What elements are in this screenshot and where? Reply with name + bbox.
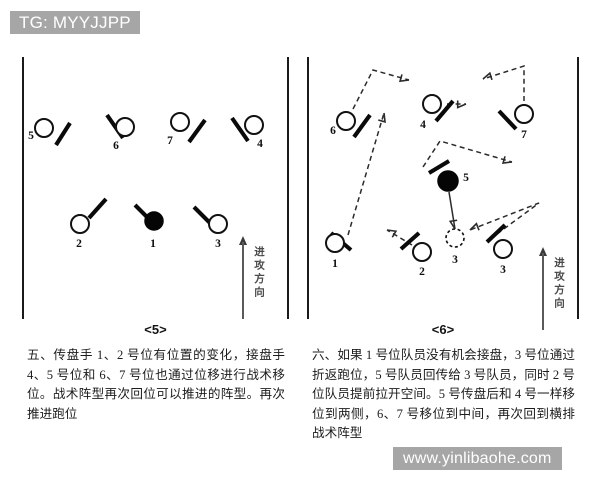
player-circle-icon [144,211,164,231]
player-circle-icon [412,242,432,262]
movement-path [347,112,385,236]
player-circle-icon [170,112,190,132]
tactics-diagram-6: 6 4 7 5 3 1 2 3 [307,57,579,319]
player-stick-icon [497,109,518,131]
player-circle-icon [70,214,90,234]
player-stick-icon [54,121,72,147]
player-number-label: 1 [332,258,338,270]
movement-arrowhead-icon [386,229,398,238]
player-marker[interactable]: 6 [330,111,372,139]
player-circle-icon [493,239,513,259]
panel-caption-6: 六、如果 1 号位队员没有机会接盘，3 号位通过折返跑位，5 号队员回传给 3 … [312,348,575,440]
player-number-label: 3 [215,238,221,250]
player-marker[interactable]: 3 [445,228,465,266]
player-number-label: 3 [500,264,506,276]
player-marker[interactable]: 3 [485,223,513,276]
player-number-label: 5 [28,130,34,142]
tactics-diagram-5: 5 6 7 4 2 1 3 [22,57,289,319]
player-circle-icon [422,94,442,114]
attack-direction-indicator-5: 进攻方向 [238,236,265,319]
watermark-bottom-label: www.yinlibaohe.com [393,447,562,470]
diagram-5-canvas: 5 6 7 4 2 1 3 [28,112,264,250]
player-number-label: 5 [463,172,469,184]
player-marker[interactable]: 2 [70,197,108,250]
movement-path [352,69,410,110]
court-sideline-left [22,57,24,319]
player-number-label: 6 [330,125,336,137]
player-number-label: 1 [150,238,156,250]
player-number-label: 3 [452,254,458,266]
panel-tag-6: <6> [431,322,455,337]
player-number-label: 4 [420,119,426,131]
player-circle-icon [325,233,345,253]
player-marker[interactable]: 5 [427,159,469,192]
player-circle-icon [115,117,135,137]
court-sideline-left [307,57,309,319]
player-marker[interactable]: 3 [192,205,228,250]
player-number-label: 7 [167,135,173,147]
movement-path [469,202,540,235]
player-number-label: 2 [419,266,425,278]
player-stick-icon [427,159,451,175]
player-marker[interactable]: 1 [133,203,164,250]
player-number-label: 4 [257,138,263,150]
player-stick-icon [352,113,372,139]
player-circle-icon [336,111,356,131]
player-circle-icon [34,118,54,138]
panel-tag-5: <5> [144,322,167,337]
player-number-label: 2 [76,238,82,250]
player-marker[interactable]: 1 [325,231,353,270]
movement-path [482,64,525,101]
player-circle-icon [445,228,465,248]
movement-path [422,140,513,168]
movement-arrowhead-icon [501,156,513,164]
movement-arrowhead-icon [469,222,480,231]
attack-direction-indicator-6: 进攻方向 [538,247,565,330]
movement-arrowhead-icon [456,100,467,109]
player-stick-icon [399,231,421,251]
pass-path [448,191,456,230]
player-circle-icon [208,214,228,234]
player-number-label: 7 [521,129,527,141]
pass-arrowhead-icon [448,219,458,230]
diagram-6-canvas: 6 4 7 5 3 1 2 3 [325,64,540,278]
court-sideline-right [577,57,579,319]
player-stick-icon [87,197,108,220]
player-marker[interactable]: 5 [28,118,72,147]
court-sideline-right [287,57,289,319]
attack-direction-arrow-icon [238,236,247,319]
player-marker[interactable]: 6 [105,113,135,152]
player-marker[interactable]: 4 [230,115,264,150]
player-number-label: 6 [113,140,119,152]
player-marker[interactable]: 7 [497,104,534,141]
movement-arrowhead-icon [378,112,386,124]
movement-arrowhead-icon [398,74,410,83]
player-stick-icon [434,99,455,123]
watermark-top-label: TG: MYYJJPP [10,11,140,34]
movement-arrowhead-icon [482,71,493,81]
player-stick-icon [230,116,250,143]
player-marker[interactable]: 2 [399,231,432,278]
player-circle-icon [437,170,459,192]
player-marker[interactable]: 7 [167,112,207,147]
attack-direction-arrow-icon [538,247,547,330]
player-marker[interactable]: 4 [420,94,455,131]
player-circle-icon [514,104,534,124]
panel-caption-5: 五、传盘手 1、2 号位有位置的变化，接盘手 4、5 号位和 6、7 号位也通过… [27,348,285,421]
player-stick-icon [187,118,207,144]
player-stick-icon [485,223,507,244]
player-circle-icon [244,115,264,135]
attack-direction-label: 进攻方向 [253,246,264,300]
attack-direction-label: 进攻方向 [553,257,564,311]
